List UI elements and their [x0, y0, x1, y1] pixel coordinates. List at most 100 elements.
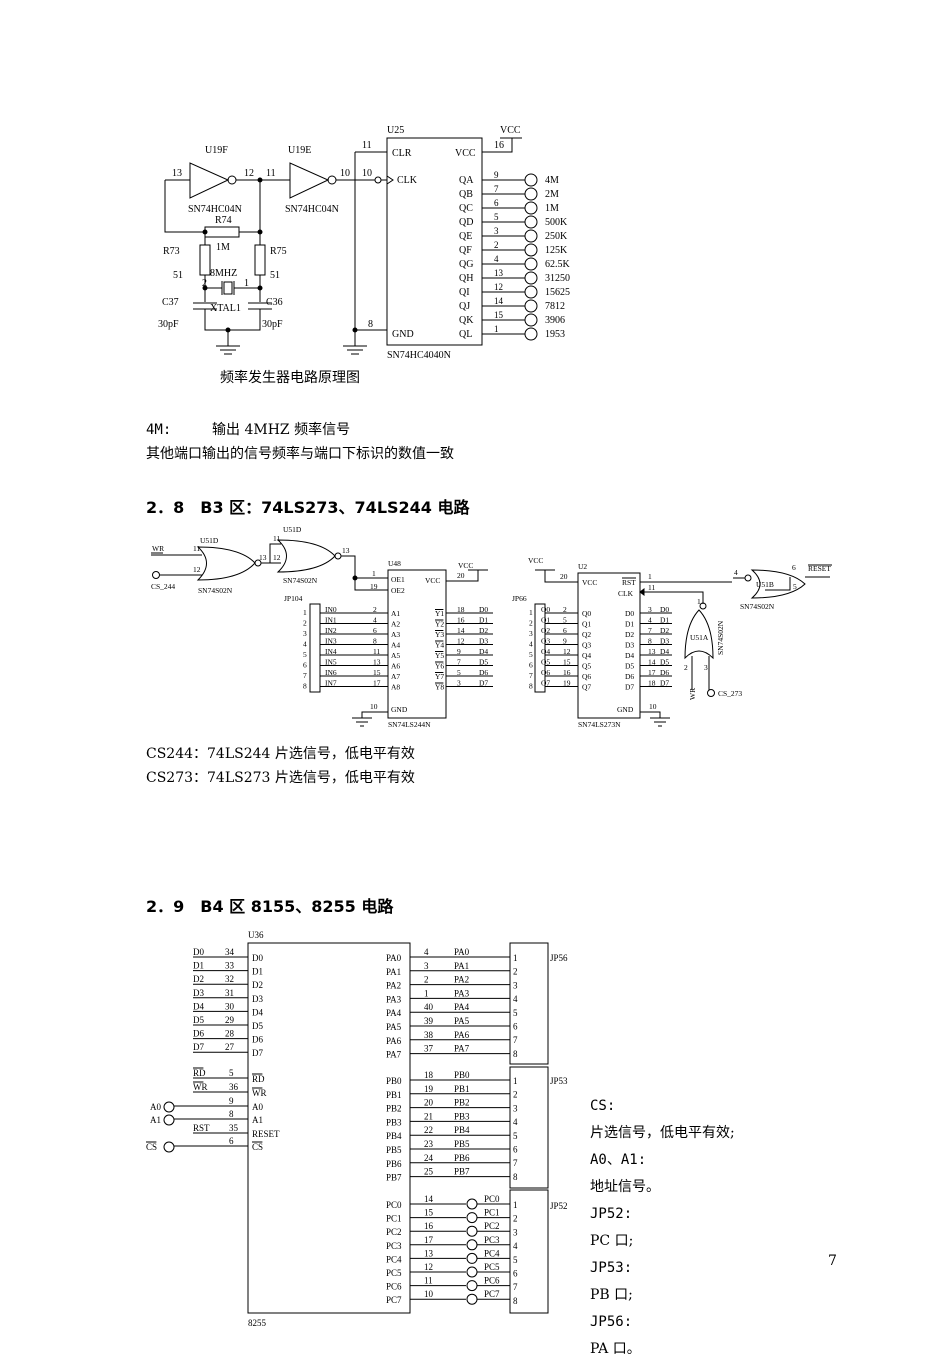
- counter-pin-14: 14: [494, 296, 504, 306]
- svg-text:SN74S02N: SN74S02N: [716, 620, 725, 655]
- u36-pin-16: 16: [424, 1221, 434, 1231]
- terminal-label-cs: CS: [146, 1142, 157, 1152]
- u48-pin-8: 8: [373, 637, 377, 646]
- conn-pin-2-3: 3: [513, 1227, 518, 1237]
- u36-pa5: PA5: [386, 1022, 402, 1032]
- u36-pin-3: 3: [424, 961, 429, 971]
- svg-text:RST: RST: [622, 578, 636, 587]
- u36-d7: D7: [252, 1048, 263, 1058]
- svg-text:51: 51: [270, 270, 280, 281]
- svg-text:11: 11: [273, 534, 280, 543]
- u36-pin-23: 23: [424, 1139, 434, 1149]
- bus-d5: D5: [193, 1015, 204, 1025]
- net-pa3: PA3: [454, 988, 470, 998]
- u36-pin-18: 18: [424, 1070, 434, 1080]
- net-pb2: PB2: [454, 1098, 470, 1108]
- terminal-cs: [163, 1141, 175, 1153]
- counter-pin-12: 12: [494, 282, 503, 292]
- u36-pin-9: 9: [229, 1096, 234, 1106]
- jp66-connector: [534, 603, 546, 693]
- u2-bus-d3: D3: [660, 637, 669, 646]
- u36-d3: D3: [252, 994, 263, 1004]
- svg-text:JP53: JP53: [550, 1076, 568, 1086]
- svg-text:1: 1: [372, 569, 376, 578]
- u48-bus-d4: D4: [479, 647, 488, 656]
- u48-ypin-7: 7: [457, 658, 461, 667]
- u2-d7: D7: [625, 683, 634, 692]
- bus-wr: WR: [193, 1082, 208, 1092]
- output-freq-qa: 4M: [545, 175, 559, 186]
- conn-pin-1-7: 7: [513, 1158, 518, 1168]
- u36-pin-6: 6: [229, 1136, 234, 1146]
- net-pa7: PA7: [454, 1044, 470, 1054]
- u36-pin-32: 32: [225, 974, 234, 984]
- in-net-in3: IN3: [325, 637, 337, 646]
- svg-text:20: 20: [560, 572, 568, 581]
- svg-text:SN74LS273N: SN74LS273N: [578, 720, 621, 729]
- output-terminal-qe: [524, 229, 538, 243]
- svg-text:C36: C36: [266, 297, 283, 308]
- net-pa6: PA6: [454, 1030, 470, 1040]
- pc-terminal-pc0: [466, 1198, 478, 1210]
- counter-pin-7: 7: [494, 184, 499, 194]
- u36-pa1: PA1: [386, 967, 401, 977]
- svg-text:11: 11: [266, 168, 276, 179]
- output-freq-qg: 62.5K: [545, 259, 571, 270]
- output-terminal-qd: [524, 215, 538, 229]
- net-pa2: PA2: [454, 975, 469, 985]
- u48-y1: Y1: [435, 609, 444, 618]
- svg-text:CLK: CLK: [397, 175, 418, 186]
- jp53-connector: [509, 1066, 549, 1189]
- u2-bus-d1: D1: [660, 616, 669, 625]
- svg-text:SN74S02N: SN74S02N: [198, 586, 233, 595]
- svg-text:16: 16: [494, 140, 504, 151]
- svg-text:VCC: VCC: [528, 556, 543, 565]
- pc-terminal-pc4: [466, 1252, 478, 1264]
- u36-cs: CS: [252, 1142, 263, 1152]
- u48-a8: A8: [391, 683, 400, 692]
- u48-y6: Y6: [435, 662, 444, 671]
- svg-text:VCC: VCC: [500, 125, 521, 136]
- u48-bus-d2: D2: [479, 626, 488, 635]
- out-net-o4: O4: [541, 647, 550, 656]
- conn-pin-2-7: 7: [513, 1282, 518, 1292]
- in-net-in6: IN6: [325, 668, 337, 677]
- in-net-in4: IN4: [325, 647, 337, 656]
- counter-output-qa: QA: [459, 175, 474, 186]
- output-terminal-qf: [524, 243, 538, 257]
- svg-text:11: 11: [648, 583, 655, 592]
- u2-dpin-8: 8: [648, 637, 652, 646]
- u36-pb1: PB1: [386, 1090, 402, 1100]
- svg-text:12: 12: [244, 168, 254, 179]
- svg-text:VCC: VCC: [455, 148, 476, 159]
- out-net-o3: O3: [541, 637, 550, 646]
- svg-text:JP66: JP66: [512, 594, 527, 603]
- conn-pin-1-2: 2: [513, 1090, 518, 1100]
- counter-pin-13: 13: [494, 268, 504, 278]
- jp104-pin-5: 5: [303, 650, 307, 659]
- u48-ypin-9: 9: [457, 647, 461, 656]
- svg-text:2: 2: [684, 663, 688, 672]
- counter-output-qf: QF: [459, 245, 472, 256]
- output-terminal-qj: [524, 299, 538, 313]
- output-freq-qc: 1M: [545, 203, 559, 214]
- net-pc6: PC6: [484, 1276, 500, 1286]
- svg-text:SN74S02N: SN74S02N: [740, 602, 775, 611]
- u2-q5: Q5: [582, 662, 591, 671]
- svg-text:13: 13: [342, 546, 350, 555]
- u36-pb5: PB5: [386, 1145, 402, 1155]
- counter-output-qe: QE: [459, 231, 472, 242]
- note-4m-text: 输出 4MHZ 频率信号: [212, 422, 351, 438]
- svg-text:6: 6: [792, 563, 796, 572]
- u48-a4: A4: [391, 641, 400, 650]
- u36-d1: D1: [252, 967, 263, 977]
- counter-pin-4: 4: [494, 254, 499, 264]
- svg-text:10: 10: [649, 702, 657, 711]
- output-terminal-qi: [524, 285, 538, 299]
- in-net-in5: IN5: [325, 658, 337, 667]
- u36-pa4: PA4: [386, 1008, 402, 1018]
- svg-text:CLR: CLR: [392, 148, 412, 159]
- in-net-in0: IN0: [325, 605, 337, 614]
- net-pb1: PB1: [454, 1084, 470, 1094]
- net-pa1: PA1: [454, 961, 469, 971]
